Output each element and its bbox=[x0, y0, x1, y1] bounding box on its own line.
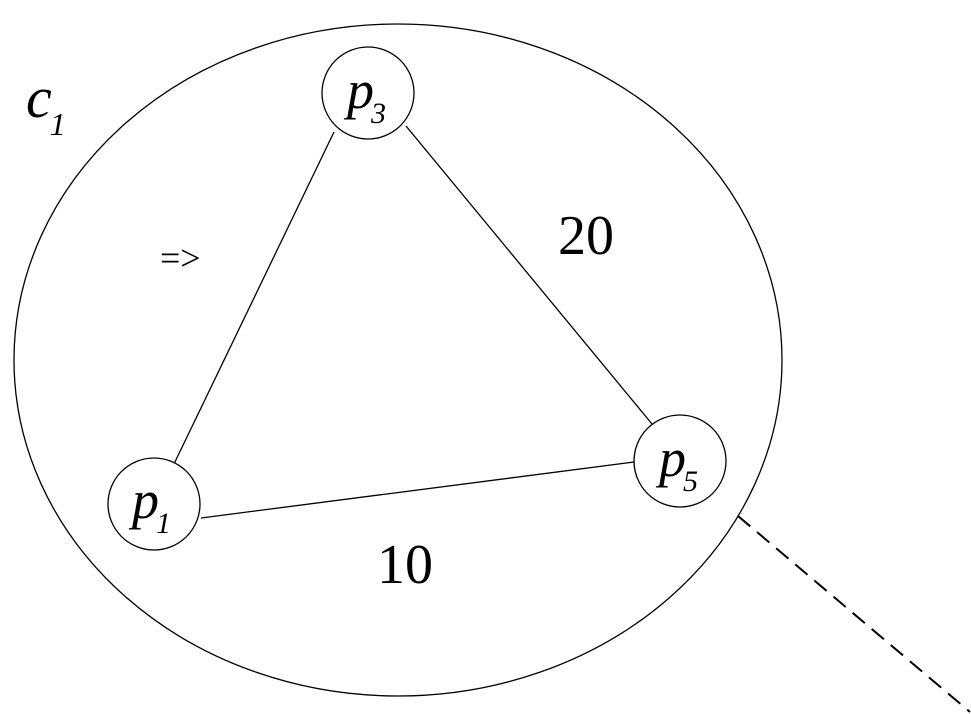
node-p1: p1 bbox=[107, 457, 201, 551]
node-p1-circle bbox=[107, 457, 201, 551]
edge-p1-p3 bbox=[172, 131, 335, 467]
edge-p1-p5 bbox=[200, 461, 635, 519]
node-p3-label: p3 bbox=[343, 60, 386, 130]
node-p5-circle bbox=[633, 414, 727, 508]
node-p3-circle bbox=[321, 46, 415, 140]
node-p1-label: p1 bbox=[128, 470, 171, 540]
external-dashed-link bbox=[737, 515, 971, 713]
node-p3: p3 bbox=[321, 46, 415, 140]
cluster-ellipse bbox=[13, 23, 783, 697]
node-p5: p5 bbox=[633, 414, 727, 508]
edge-label-p3-p5: 20 bbox=[558, 205, 614, 267]
edge-label-p1-p3: => bbox=[160, 238, 201, 278]
edge-label-p1-p5: 10 bbox=[377, 534, 433, 596]
edge-p3-p5 bbox=[405, 125, 653, 425]
node-p5-label: p5 bbox=[655, 428, 698, 498]
cluster-label: c1 bbox=[26, 65, 66, 142]
